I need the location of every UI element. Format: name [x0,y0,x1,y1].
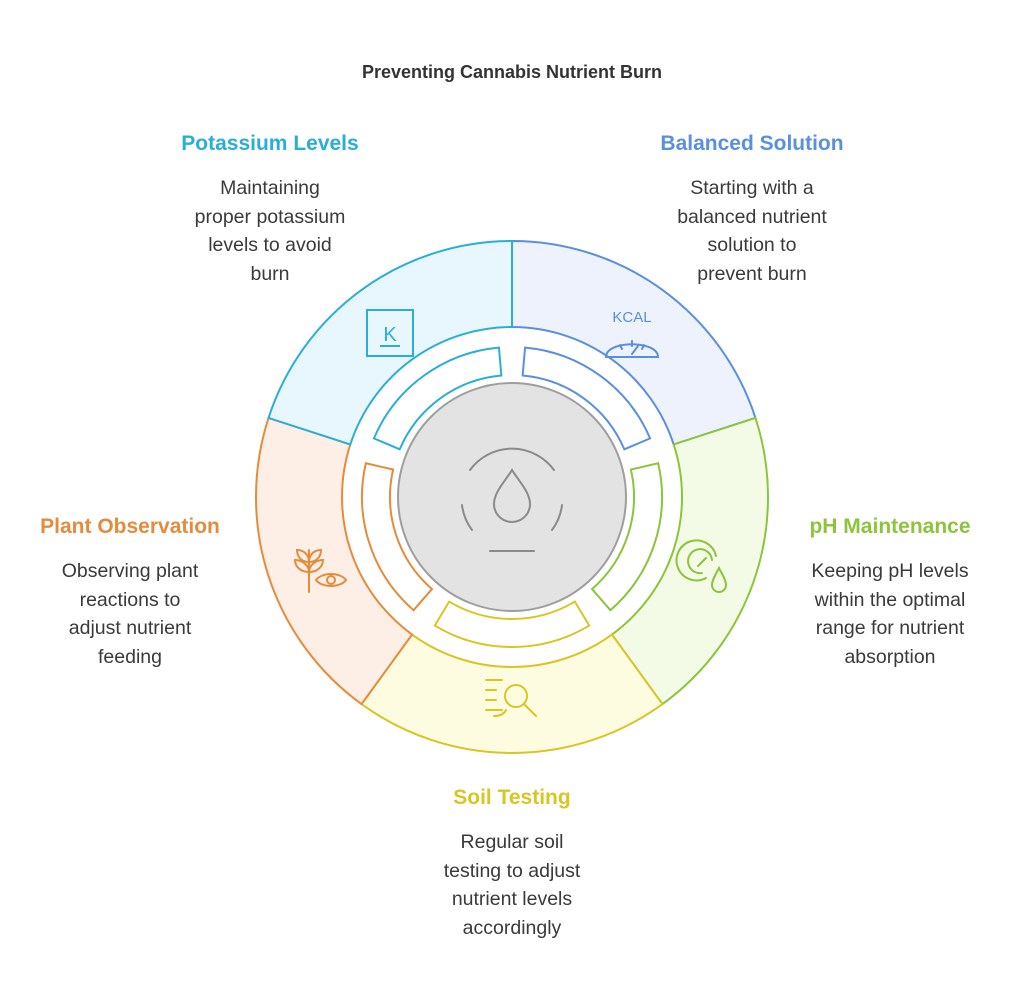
kcal-label: KCAL [612,309,651,326]
plant-description: Observing plant reactions to adjust nutr… [10,557,250,671]
ph-line-1: Keeping pH levels [811,560,969,582]
soil-line-1: Regular soil [460,831,564,853]
plant-line-3: adjust nutrient [68,617,192,639]
soil-line-2: testing to adjust [443,859,581,882]
ph-line-2: within the optimal [814,588,966,611]
balanced-description: Starting with a balanced nutrient soluti… [612,174,892,288]
wedge-potassium [267,239,513,446]
inner-band-plant [361,462,434,612]
balanced-line-1: Starting with a [690,177,814,199]
soil-description: Regular soil testing to adjust nutrient … [372,828,652,942]
plant-eye-icon [293,548,348,593]
inner-ring-layer [361,346,663,648]
wedge-layer [255,239,769,754]
inner-band-soil [433,600,591,648]
center-circle [397,382,627,612]
inner-band-potassium [372,346,503,451]
potassium-element-icon: K [366,309,414,357]
potassium-line-3: levels to avoid [208,234,332,256]
wedge-ph [610,416,769,706]
ph-line-4: absorption [844,645,936,668]
balanced-line-4: prevent burn [697,262,807,285]
potassium-line-4: burn [250,262,290,285]
label-plant-observation: Plant Observation Observing plant reacti… [10,513,250,671]
kcal-scale-icon: KCAL [604,309,660,358]
potassium-symbol: K [383,324,397,346]
soil-line-3: nutrient levels [451,888,573,910]
potassium-line-1: Maintaining [220,177,320,199]
balanced-heading: Balanced Solution [660,132,844,155]
label-balanced-solution: Balanced Solution Starting with a balanc… [612,130,892,288]
label-potassium-levels: Potassium Levels Maintaining proper pota… [130,130,410,288]
balanced-line-3: solution to [707,234,797,256]
potassium-heading: Potassium Levels [181,132,359,155]
ph-description: Keeping pH levels within the optimal ran… [770,557,1010,671]
plant-line-1: Observing plant [61,560,199,582]
potassium-line-2: proper potassium [194,205,346,228]
wedge-balanced [511,239,757,446]
inner-band-balanced [521,346,652,451]
wedge-soil [360,633,664,754]
gauge-drop-icon [675,539,728,593]
water-drop-icon [461,447,563,552]
page-title: Preventing Cannabis Nutrient Burn [361,62,663,82]
ph-line-3: range for nutrient [815,617,965,639]
plant-heading: Plant Observation [40,515,220,538]
soil-heading: Soil Testing [453,786,571,809]
plant-line-4: feeding [98,645,162,668]
potassium-description: Maintaining proper potassium levels to a… [130,174,410,288]
search-lines-icon [485,679,537,717]
label-soil-testing: Soil Testing Regular soil testing to adj… [372,784,652,942]
label-ph-maintenance: pH Maintenance Keeping pH levels within … [770,513,1010,671]
inner-band-ph [590,462,663,612]
plant-line-2: reactions to [79,588,181,611]
icon-layer: KCAL K [293,309,728,717]
ph-heading: pH Maintenance [809,515,971,538]
soil-line-4: accordingly [462,916,562,939]
balanced-line-2: balanced nutrient [677,205,827,228]
center-hub [397,382,627,612]
wedge-plant [255,416,414,706]
